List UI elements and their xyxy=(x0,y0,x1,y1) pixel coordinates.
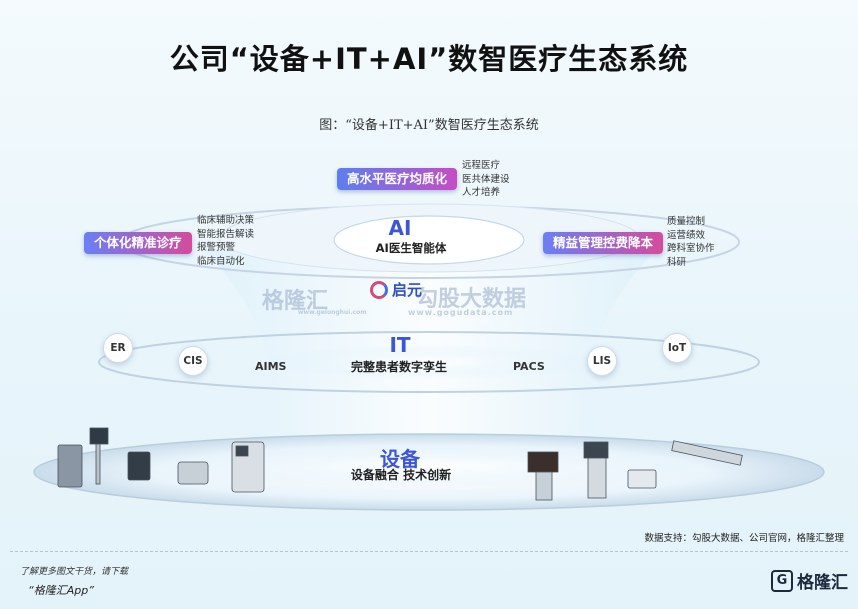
footer-divider xyxy=(10,551,848,552)
ai-top-notes: 远程医疗 医共体建设 人才培养 xyxy=(462,159,510,200)
it-system-label-aims: AIMS xyxy=(255,360,287,373)
ai-right-notes: 质量控制 运营绩效 跨科室协作 科研 xyxy=(667,215,715,269)
note-item: 智能报告解读 xyxy=(197,228,255,240)
brand-g-icon: G xyxy=(771,569,793,592)
qiyuan-logo-text: 启元 xyxy=(392,281,423,299)
note-item: 临床辅助决策 xyxy=(197,215,255,226)
data-source: 数据支持：勾股大数据、公司官网，格隆汇整理 xyxy=(644,533,844,544)
it-system-badge-lis: LIS xyxy=(587,346,617,376)
note-item: 科研 xyxy=(667,256,687,268)
it-system-badge-iot: IoT xyxy=(662,333,692,363)
note-item: 人才培养 xyxy=(462,187,501,198)
medical-devices-right xyxy=(527,440,743,501)
footer-note: 了解更多图文干货，请下载 xyxy=(20,567,129,577)
note-item: 质量控制 xyxy=(667,216,706,227)
it-system-badge-er: ER xyxy=(103,333,133,363)
qiyuan-logo: 启元 xyxy=(370,279,422,300)
footer-app-name: “格隆汇App” xyxy=(28,584,94,597)
ai-top-goal: 高水平医疗均质化 xyxy=(337,168,458,190)
ai-layer-head: AI xyxy=(388,216,412,240)
device-layer-head: 设备 xyxy=(380,447,420,471)
note-item: 医共体建设 xyxy=(462,173,510,185)
brand-name: 格隆汇 xyxy=(797,573,848,593)
watermark-wm2-url: www.gogudata.com xyxy=(408,308,514,317)
watermark-brand-url: www.gelonghui.com xyxy=(298,309,367,316)
qiyuan-logo-icon xyxy=(370,280,388,299)
ai-left-goal: 个体化精准诊疗 xyxy=(84,232,192,254)
watermark-wm2: 勾股大数据 xyxy=(416,287,527,312)
it-layer-head: IT xyxy=(389,333,411,357)
ai-right-goal: 精益管理控费降本 xyxy=(543,232,664,254)
it-system-badge-cis: CIS xyxy=(178,346,208,376)
it-layer-sub: 完整患者数字孪生 xyxy=(350,360,447,374)
device-layer-sub: 设备融合 技术创新 xyxy=(350,468,452,482)
figure-caption: 图：“设备+IT+AI”数智医疗生态系统 xyxy=(319,118,539,133)
it-system-label-pacs: PACS xyxy=(513,360,545,373)
note-item: 报警预警 xyxy=(197,242,236,253)
watermark-brand: 格隆汇 xyxy=(262,289,329,314)
it-ring xyxy=(98,331,760,393)
medical-devices-left xyxy=(57,427,265,493)
bottom-brand-logo: G 格隆汇 xyxy=(771,568,848,593)
page-title: 公司“设备+IT+AI”数智医疗生态系统 xyxy=(169,42,689,76)
ai-layer-sub: AI医生智能体 xyxy=(375,241,447,255)
note-item: 远程医疗 xyxy=(462,160,501,171)
note-item: 运营绩效 xyxy=(667,229,706,241)
ai-left-notes: 临床辅助决策 智能报告解读 报警预警 临床自动化 xyxy=(197,214,254,268)
note-item: 临床自动化 xyxy=(197,255,245,267)
note-item: 跨科室协作 xyxy=(667,243,715,254)
